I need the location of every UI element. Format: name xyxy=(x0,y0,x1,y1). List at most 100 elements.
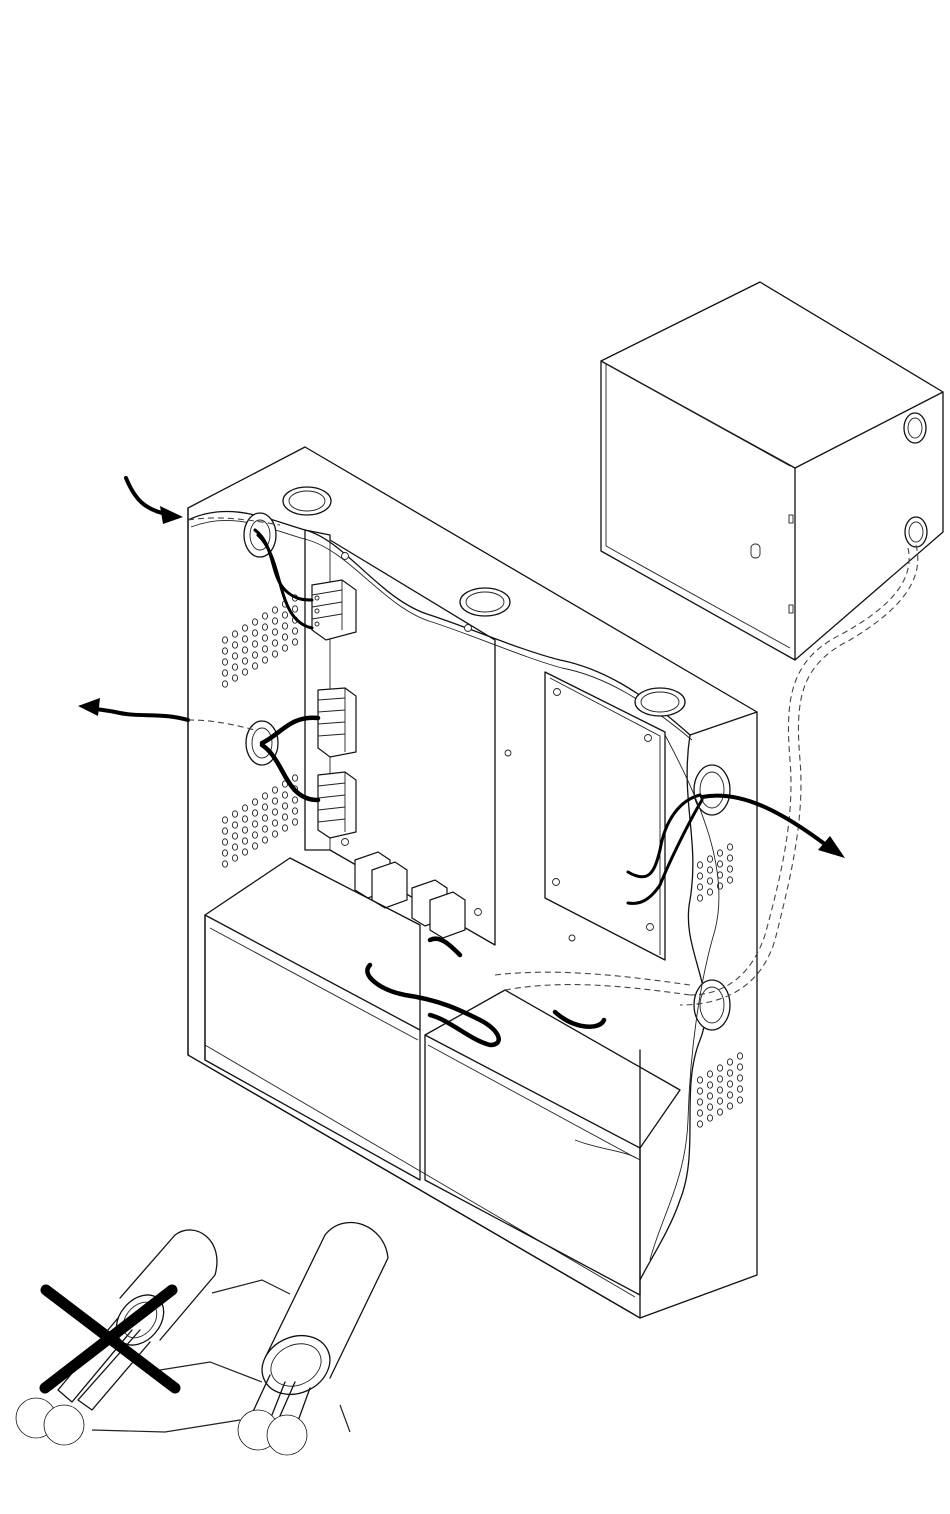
vent-hole xyxy=(262,826,267,832)
vent-hole xyxy=(262,657,267,663)
vent-hole xyxy=(252,641,257,647)
vent-hole xyxy=(252,843,257,849)
vent-hole xyxy=(727,1059,732,1065)
vent-hole xyxy=(697,873,702,879)
vent-hole xyxy=(272,820,277,826)
vent-hole xyxy=(697,1099,702,1105)
vent-hole xyxy=(242,816,247,822)
vent-hole xyxy=(707,867,712,873)
vent-hole xyxy=(727,855,732,861)
vent-hole xyxy=(262,793,267,799)
vent-hole xyxy=(272,798,277,804)
vent-hole xyxy=(727,1103,732,1109)
vent-hole xyxy=(232,844,237,850)
vent-hole xyxy=(272,607,277,613)
remote-junction-box xyxy=(601,282,943,660)
vent-hole xyxy=(717,850,722,856)
vent-hole xyxy=(242,838,247,844)
vent-hole xyxy=(717,1098,722,1104)
vent-hole xyxy=(707,878,712,884)
vent-hole xyxy=(707,889,712,895)
vent-hole xyxy=(727,1092,732,1098)
vent-hole xyxy=(222,839,227,845)
vent-hole xyxy=(727,1081,732,1087)
vent-hole xyxy=(292,639,297,645)
terminal-block-upper xyxy=(312,580,356,640)
vent-hole xyxy=(262,837,267,843)
vent-hole xyxy=(242,805,247,811)
vent-hole xyxy=(242,849,247,855)
vent-hole xyxy=(222,828,227,834)
cable-detail-correct xyxy=(238,1223,388,1455)
left-knockouts xyxy=(244,513,278,765)
vent-hole xyxy=(272,629,277,635)
vent-hole xyxy=(242,827,247,833)
vent-hole xyxy=(262,804,267,810)
screw-terminals xyxy=(355,852,465,938)
vent-hole xyxy=(222,637,227,643)
vent-hole xyxy=(222,850,227,856)
vent-hole xyxy=(717,861,722,867)
vent-hole xyxy=(222,817,227,823)
vent-hole xyxy=(737,1097,742,1103)
vent-hole xyxy=(707,1093,712,1099)
vent-hole xyxy=(282,792,287,798)
vent-hole xyxy=(727,877,732,883)
vent-hole xyxy=(242,658,247,664)
vent-hole xyxy=(697,1077,702,1083)
vent-hole xyxy=(697,862,702,868)
vent-hole xyxy=(737,1075,742,1081)
vent-hole xyxy=(707,1071,712,1077)
vent-hole xyxy=(262,613,267,619)
vent-hole xyxy=(222,648,227,654)
vent-hole xyxy=(232,675,237,681)
cabinet-enclosure xyxy=(188,447,757,1318)
vent-hole xyxy=(717,1087,722,1093)
vent-hole xyxy=(252,630,257,636)
vent-hole xyxy=(252,821,257,827)
vent-hole xyxy=(232,642,237,648)
vent-hole xyxy=(727,844,732,850)
vent-hole xyxy=(252,832,257,838)
vent-hole xyxy=(232,653,237,659)
vent-hole xyxy=(232,664,237,670)
vent-hole xyxy=(242,669,247,675)
vent-hole xyxy=(232,855,237,861)
secondary-circuit-board xyxy=(545,672,665,960)
vent-hole xyxy=(252,663,257,669)
vent-hole xyxy=(262,624,267,630)
vent-hole xyxy=(282,612,287,618)
vent-hole xyxy=(232,631,237,637)
vent-hole xyxy=(727,866,732,872)
vent-hole xyxy=(717,1076,722,1082)
vent-hole xyxy=(232,822,237,828)
vent-hole xyxy=(292,808,297,814)
vent-hole xyxy=(282,814,287,820)
vent-hole xyxy=(282,645,287,651)
terminal-block-middle xyxy=(318,688,356,757)
vent-hole xyxy=(272,831,277,837)
vent-hole xyxy=(737,1053,742,1059)
vent-hole xyxy=(727,1070,732,1076)
vent-hole xyxy=(272,640,277,646)
vent-hole xyxy=(697,1110,702,1116)
terminal-block-lower xyxy=(318,772,356,838)
vent-hole xyxy=(707,1082,712,1088)
vent-hole xyxy=(242,647,247,653)
cable-detail-incorrect xyxy=(16,1230,217,1445)
vent-hole xyxy=(707,856,712,862)
vent-hole xyxy=(242,636,247,642)
vent-hole xyxy=(292,775,297,781)
vent-hole xyxy=(262,815,267,821)
vent-hole xyxy=(272,651,277,657)
vent-hole xyxy=(707,1115,712,1121)
vent-hole xyxy=(697,1088,702,1094)
vent-hole xyxy=(737,1064,742,1070)
vent-hole xyxy=(262,635,267,641)
vent-hole xyxy=(222,681,227,687)
vent-hole xyxy=(282,803,287,809)
vent-hole xyxy=(252,810,257,816)
vent-hole xyxy=(737,1086,742,1092)
vent-hole xyxy=(282,623,287,629)
